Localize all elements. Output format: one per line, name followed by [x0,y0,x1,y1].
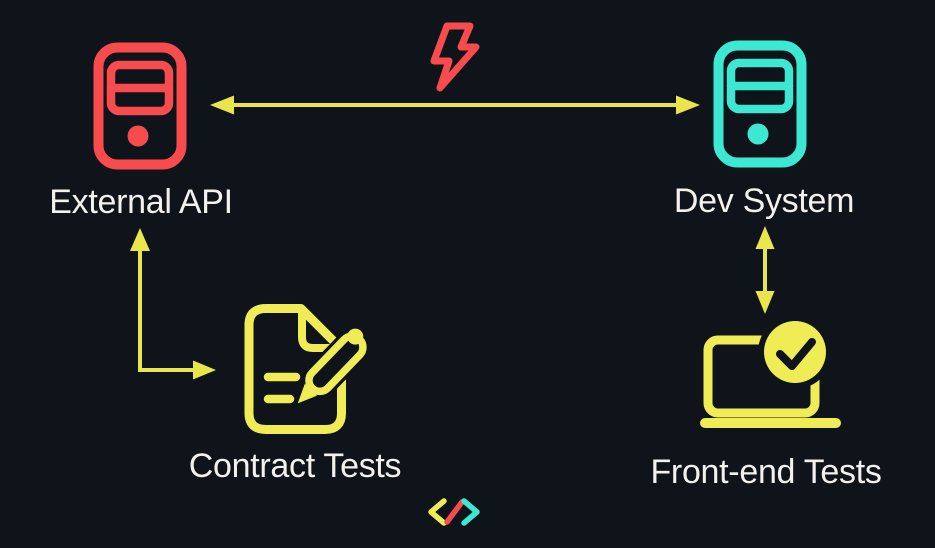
contract-tests-label: Contract Tests [188,447,402,485]
server-icon [93,42,187,170]
laptop-check-icon [700,315,841,428]
server-icon [713,40,807,168]
left-angle-bracket-icon [428,498,447,526]
external-api-label: External API [49,183,233,221]
arrow-external-api-dev-system [210,95,700,115]
check-circle-icon [764,321,826,383]
arrow-dev-system-front-end-tests [755,226,775,314]
document-pen-icon [244,304,370,434]
dev-system-label: Dev System [673,182,855,220]
lightning-bolt-icon [430,22,480,92]
code-brackets-logo [428,498,480,526]
slash-icon [444,499,465,525]
arrow-contract-tests-external-api [130,228,216,380]
front-end-tests-label: Front-end Tests [650,453,882,491]
pen-icon [292,328,370,409]
right-angle-bracket-icon [461,498,480,526]
